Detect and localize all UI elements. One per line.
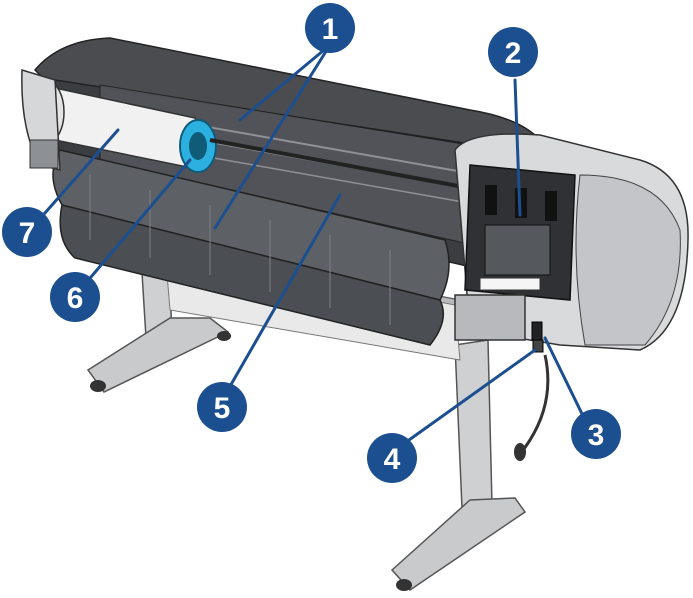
power-socket xyxy=(532,339,544,353)
leader-line-6 xyxy=(78,158,192,292)
leader-lines xyxy=(28,43,587,452)
caster-wheel xyxy=(217,331,231,341)
callout-3: 3 xyxy=(571,409,621,459)
callout-number: 6 xyxy=(67,282,84,315)
left-vent-grille xyxy=(29,139,59,169)
ink-slot xyxy=(545,191,557,221)
callout-7: 7 xyxy=(2,207,52,257)
numbered-circle-icon xyxy=(488,27,538,77)
leader-line-2 xyxy=(513,78,522,217)
callout-number: 5 xyxy=(214,392,231,425)
power-cable xyxy=(518,354,550,456)
leader-line-3 xyxy=(543,336,587,422)
leader-line-4 xyxy=(393,348,537,452)
power-switch xyxy=(531,321,543,341)
cartridge-tray xyxy=(479,277,541,291)
caster-wheel xyxy=(514,443,526,461)
leader-line-1b xyxy=(213,43,332,230)
callout-6: 6 xyxy=(50,272,100,322)
callout-number: 1 xyxy=(322,13,339,46)
numbered-circle-icon xyxy=(50,272,100,322)
callout-2: 2 xyxy=(488,27,538,77)
callout-number: 3 xyxy=(588,419,605,452)
callout-number: 7 xyxy=(19,217,36,250)
numbered-circle-icon xyxy=(305,3,355,53)
callout-4: 4 xyxy=(367,433,417,483)
leader-line-1a xyxy=(238,43,332,122)
ink-slot xyxy=(485,185,497,215)
spindle-rod xyxy=(209,138,481,192)
callout-number: 4 xyxy=(384,443,401,476)
stand-right-foot xyxy=(390,497,527,591)
lower-drum-front xyxy=(59,204,445,346)
callout-number: 2 xyxy=(505,37,522,70)
numbered-circle-icon xyxy=(2,207,52,257)
leader-line-7 xyxy=(28,128,120,232)
numbered-circle-icon xyxy=(197,382,247,432)
right-end-cap-shadow xyxy=(575,174,681,346)
numbered-circle-icon xyxy=(571,409,621,459)
printer-body xyxy=(21,37,689,353)
numbered-circle-icon xyxy=(367,433,417,483)
callouts: 1 2 3 4 5 6 7 xyxy=(2,3,621,483)
leader-line-5 xyxy=(223,193,342,397)
callout-1: 1 xyxy=(305,3,355,53)
rear-vent-panel xyxy=(454,294,526,341)
caster-wheel xyxy=(90,380,106,392)
caster-wheel xyxy=(396,579,412,591)
callout-5: 5 xyxy=(197,382,247,432)
spindle-hub-inner xyxy=(189,132,207,160)
stand-left-foot xyxy=(86,317,230,393)
ink-grid xyxy=(484,224,551,276)
stand-right-leg xyxy=(454,339,493,509)
